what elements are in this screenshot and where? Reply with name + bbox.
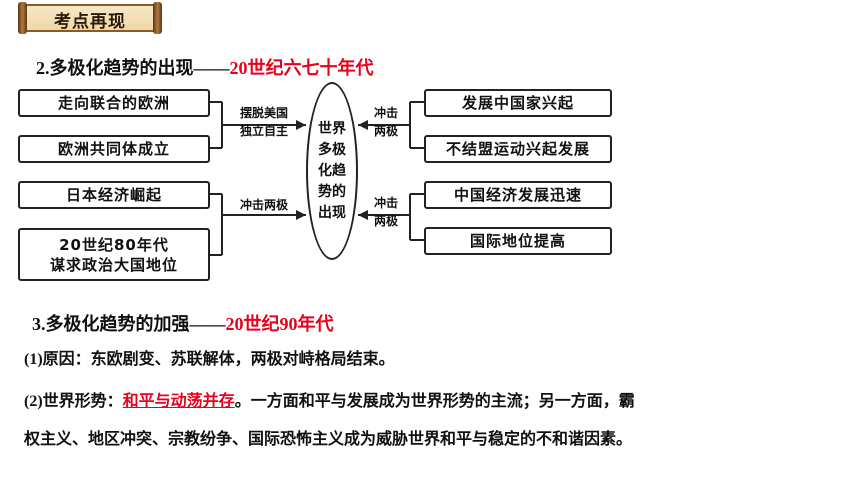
situation-continuation: 权主义、地区冲突、宗教纷争、国际恐怖主义成为威胁世界和平与稳定的不和谐因素。 [24, 431, 633, 448]
section3-period: 20世纪90年代 [225, 314, 334, 334]
right-label-top: 冲击 两极 [373, 106, 398, 138]
situation-paragraph: (2)世界形势：和平与动荡并存。一方面和平与发展成为世界形势的主流；另一方面，霸 [24, 382, 635, 422]
section-banner: 考点再现 [18, 2, 162, 34]
right-box-1: 发展中国家兴起 [424, 89, 612, 117]
right-label-bottom: 冲击 两极 [373, 196, 398, 228]
banner-right-rod [153, 2, 162, 34]
left-box-2: 欧洲共同体成立 [18, 135, 210, 163]
section3-heading-text: 3.多极化趋势的加强—— [32, 314, 226, 334]
section3-heading: 3.多极化趋势的加强——20世纪90年代 [32, 310, 334, 336]
section2-heading-text: 2.多极化趋势的出现—— [36, 58, 230, 78]
center-text: 世界多极化趋势的出现 [318, 120, 346, 221]
situation-rest: 。一方面和平与发展成为世界形势的主流；另一方面，霸 [234, 393, 635, 410]
section2-heading: 2.多极化趋势的出现——20世纪六七十年代 [36, 54, 374, 80]
situation-highlight: 和平与动荡并存 [122, 393, 235, 410]
banner-left-rod [18, 2, 27, 34]
right-box-2: 不结盟运动兴起发展 [424, 135, 612, 163]
left-label-top: 摆脱美国 独立自主 [239, 106, 288, 138]
left-label-bottom: 冲击两极 [239, 198, 288, 212]
banner-title: 考点再现 [54, 12, 126, 32]
left-box-4: 20世纪80年代 谋求政治大国地位 [18, 228, 210, 281]
reason-paragraph: (1)原因：东欧剧变、苏联解体，两极对峙格局结束。 [24, 351, 395, 368]
situation-prefix: (2)世界形势： [24, 393, 123, 410]
left-box-3: 日本经济崛起 [18, 181, 210, 209]
right-box-4: 国际地位提高 [424, 227, 612, 255]
right-box-3: 中国经济发展迅速 [424, 181, 612, 209]
left-box-1: 走向联合的欧洲 [18, 89, 210, 117]
center-ellipse: 世界多极化趋势的出现 [306, 82, 358, 260]
banner-paper [26, 4, 154, 32]
section2-period: 20世纪六七十年代 [229, 58, 374, 78]
